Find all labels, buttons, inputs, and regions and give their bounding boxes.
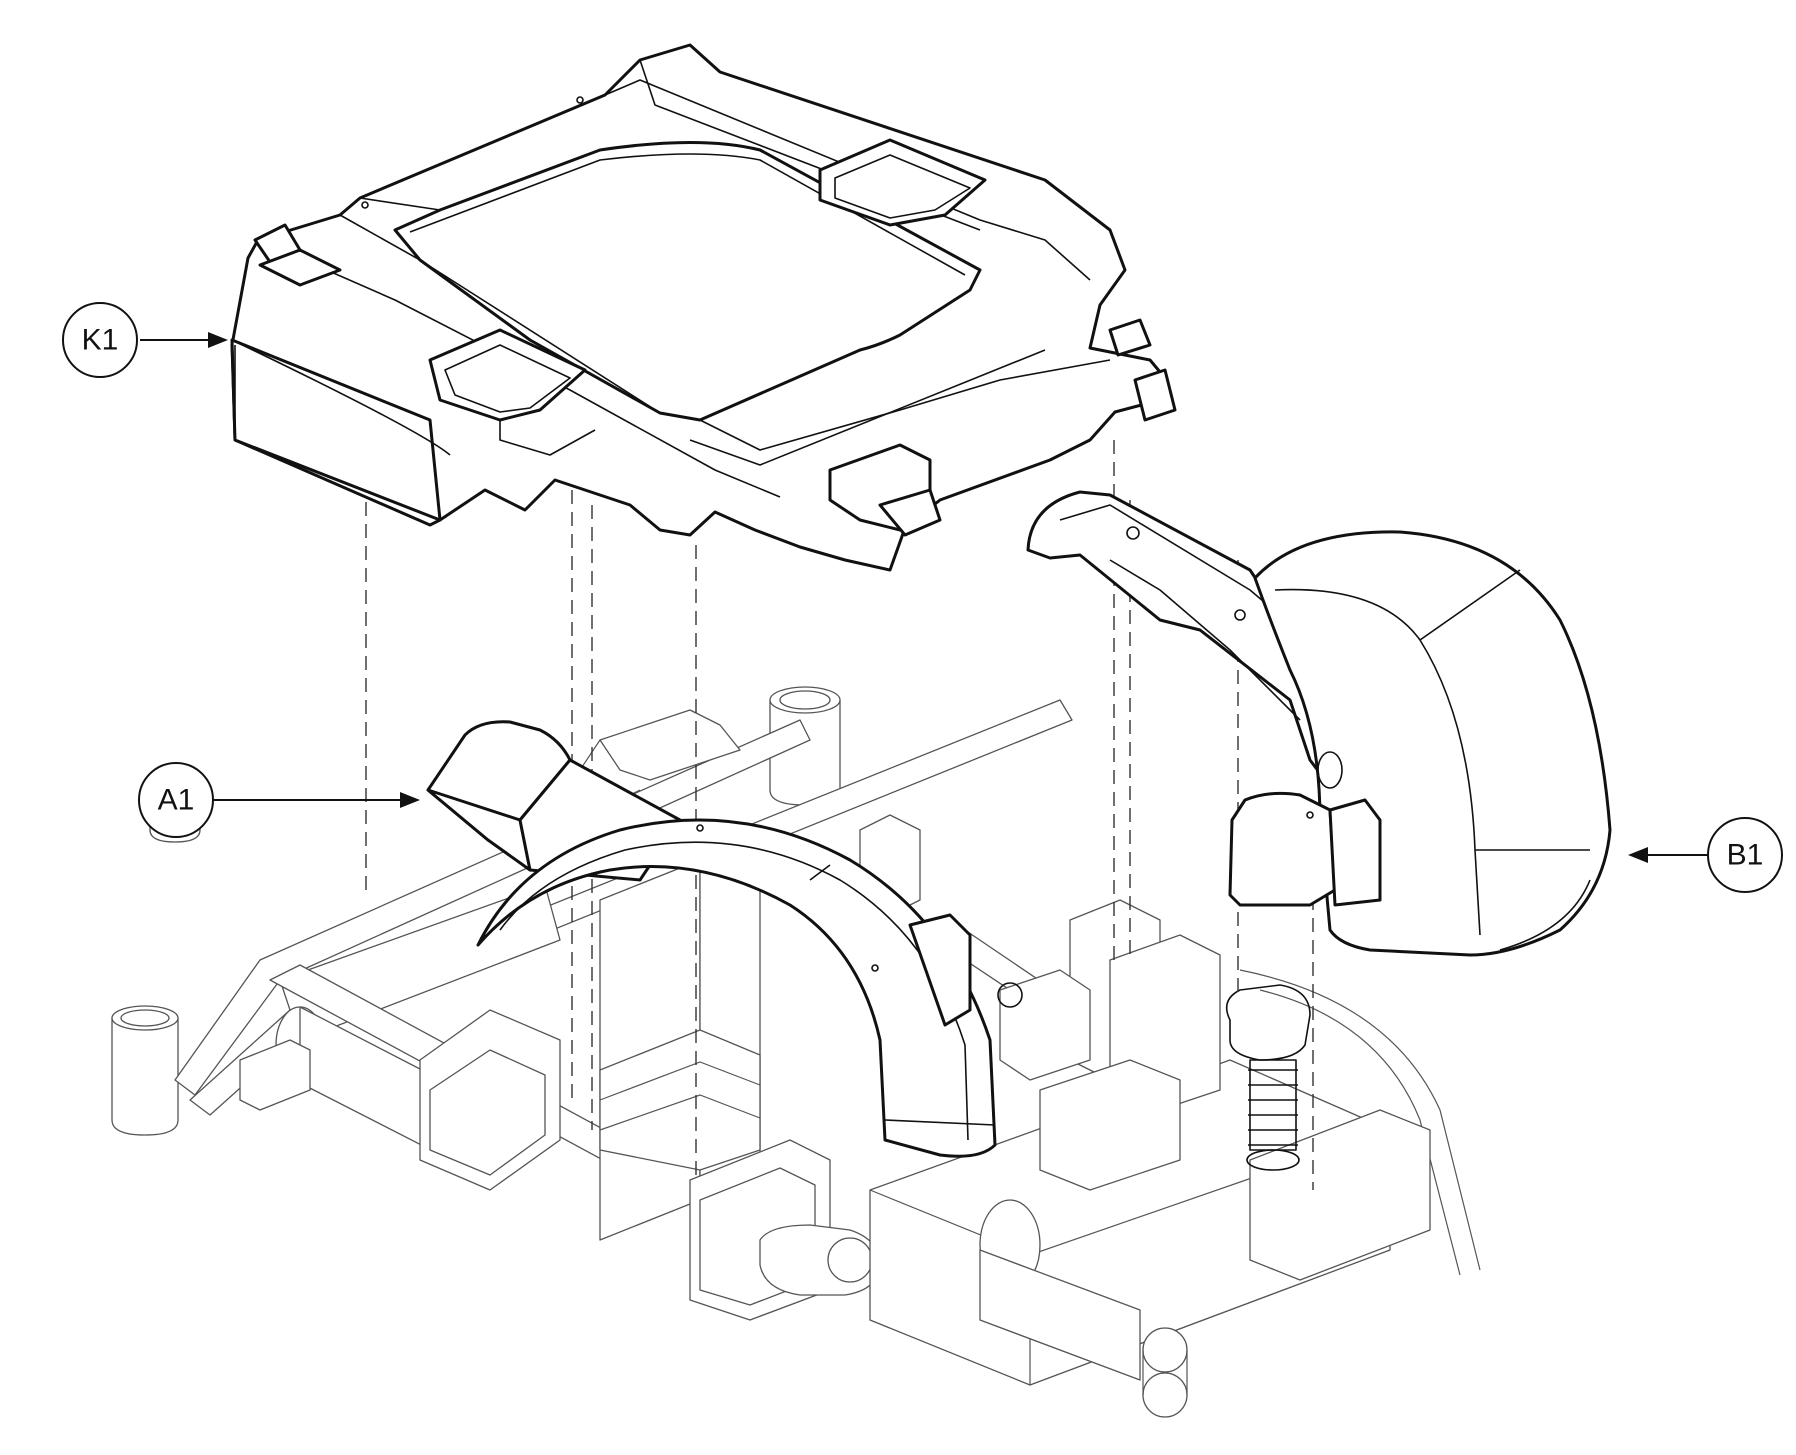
callout-k1-label: K1	[82, 324, 119, 357]
callout-a1: A1	[138, 762, 420, 838]
callout-b1: B1	[1628, 817, 1783, 893]
suspension-spring	[997, 982, 1311, 1171]
part-b1-fender	[1026, 490, 1612, 957]
part-a1-fender	[426, 720, 997, 1158]
callout-a1-circle	[138, 762, 214, 838]
callout-a1-label: A1	[158, 784, 195, 817]
callout-k1-circle	[62, 302, 138, 378]
callout-k1: K1	[62, 302, 228, 378]
part-k1-seat-base	[230, 43, 1177, 572]
callout-b1-label: B1	[1727, 839, 1764, 872]
callout-b1-circle	[1707, 817, 1783, 893]
